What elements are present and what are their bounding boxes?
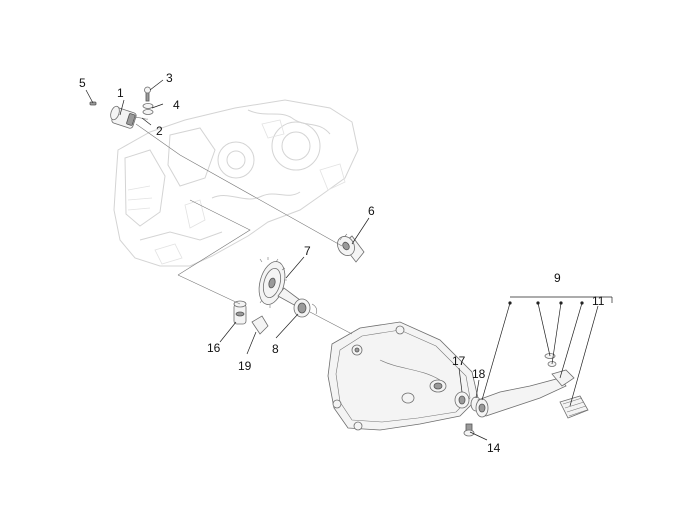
callout-7: 7 (304, 244, 311, 258)
sleeve-part-16 (233, 300, 247, 325)
callout-19: 19 (238, 359, 252, 373)
callout-11: 11 (592, 294, 605, 308)
callout-17: 17 (452, 354, 466, 368)
assembly-guide-lines (135, 123, 353, 335)
callout-4: 4 (173, 98, 180, 112)
bolt-washer-part (142, 86, 154, 115)
rubber-pedal-part-11 (559, 395, 589, 419)
transmission-cover-part (327, 321, 479, 431)
callout-3: 3 (166, 71, 173, 85)
callout-leader-lines (85, 79, 613, 441)
callout-8: 8 (272, 342, 279, 356)
engine-crankcase-outline (113, 99, 359, 267)
oil-seal-part-17 (454, 391, 470, 409)
callout-labels: 1 2 3 4 5 6 7 8 9 11 14 16 17 18 19 (79, 71, 605, 455)
clip-part-19 (251, 315, 269, 335)
bolt-part-14 (463, 423, 475, 437)
starter-pinion-gear-part-7 (258, 257, 301, 308)
callout-1: 1 (117, 86, 124, 100)
bush-part-8 (293, 298, 318, 318)
callout-18: 18 (472, 367, 486, 381)
callout-14: 14 (487, 441, 501, 455)
callout-5: 5 (79, 76, 86, 90)
kickstart-lever-part-9 (475, 353, 575, 418)
screw-part-5 (89, 101, 97, 106)
starter-gear-part-6 (337, 233, 365, 263)
callout-2: 2 (156, 124, 163, 138)
callout-9: 9 (554, 271, 561, 285)
callout-6: 6 (368, 204, 375, 218)
callout-16: 16 (207, 341, 221, 355)
starter-motor-part (110, 105, 149, 129)
